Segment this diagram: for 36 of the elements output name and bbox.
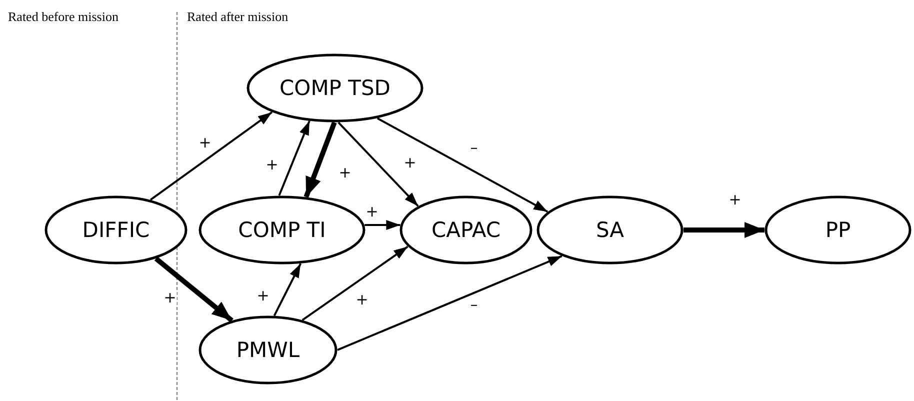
arrow — [154, 256, 234, 322]
ellipse-node — [200, 317, 336, 383]
edge-label: + — [198, 136, 212, 150]
arrow — [278, 120, 310, 196]
node-label: PP — [825, 218, 851, 242]
node-label: SA — [596, 218, 624, 242]
ellipse-node — [766, 197, 910, 263]
arrow — [376, 117, 548, 213]
ellipse-node — [200, 197, 364, 263]
arrow — [273, 263, 302, 316]
ellipse-node — [46, 197, 186, 263]
edge-label: + — [728, 192, 742, 208]
edge-label: + — [338, 166, 352, 180]
arrow — [337, 255, 562, 351]
arrow — [304, 122, 337, 198]
node-label: COMP TSD — [280, 76, 390, 100]
arrow — [364, 220, 400, 230]
node-label: PMWL — [236, 338, 300, 362]
arrow — [302, 246, 408, 321]
node-label: DIFFIC — [82, 218, 150, 242]
ellipse-node — [538, 197, 682, 263]
node-label: COMP TI — [238, 218, 326, 242]
ellipse-node — [248, 55, 422, 121]
ellipse-node — [401, 197, 531, 263]
node-label: CAPAC — [431, 218, 500, 242]
edge-label: + — [404, 156, 416, 170]
arrow — [150, 111, 273, 201]
edge-label: + — [356, 292, 368, 308]
edge-label: + — [256, 288, 270, 304]
arrow — [684, 222, 764, 238]
edge-label: + — [164, 290, 176, 306]
edge-label: + — [366, 204, 378, 220]
header-label: Rated before mission — [8, 9, 118, 25]
arrow — [338, 122, 419, 207]
header-label: Rated after mission — [187, 9, 288, 25]
edge-label: + — [266, 158, 278, 172]
